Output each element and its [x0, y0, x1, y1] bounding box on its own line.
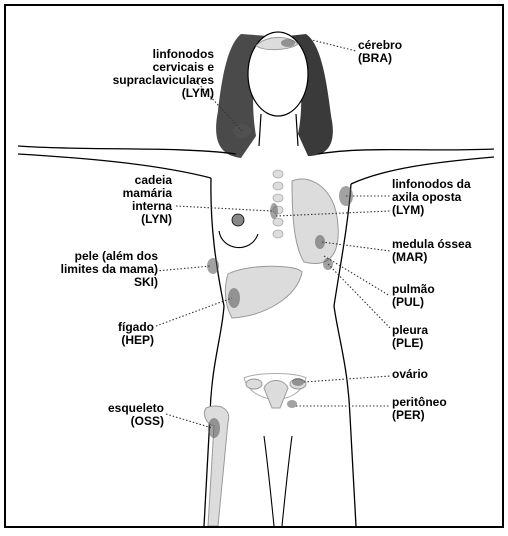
left-nipple: [232, 214, 244, 226]
label-pleura: pleura (PLE): [392, 324, 428, 350]
label-figado: fígado (HEP): [92, 321, 154, 347]
label-peritoneo: peritôneo (PER): [392, 396, 447, 422]
uterus: [264, 381, 288, 409]
leg-gap: [264, 436, 292, 526]
diagram-frame: cérebro (BRA) linfonodos cervicais e sup…: [4, 4, 504, 528]
peritoneum-lesion: [287, 400, 297, 408]
ovary-lesion: [292, 378, 304, 386]
label-esqueleto: esqueleto (OSS): [86, 402, 164, 428]
label-pulmao: pulmão (PUL): [392, 283, 435, 309]
label-ovario: ovário: [392, 368, 428, 381]
label-linfonodos-cervicais: linfonodos cervicais e supraclaviculares…: [102, 48, 214, 100]
label-cerebro: cérebro (BRA): [358, 39, 402, 65]
label-pele: pele (além dos limites da mama) SKI): [46, 250, 158, 289]
left-breast: [219, 231, 258, 248]
brain-lesion: [281, 39, 295, 47]
neck: [259, 114, 298, 146]
label-linfonodos-axila: linfonodos da axila oposta (LYM): [392, 178, 471, 217]
liver-lesion: [228, 288, 240, 308]
lung: [292, 179, 338, 264]
skeleton-lesion: [208, 418, 220, 438]
ovary-left: [246, 379, 262, 389]
label-cadeia-mamaria: cadeia mamária interna (LYN): [110, 174, 172, 226]
label-medula-ossea: medula óssea (MAR): [392, 238, 471, 264]
